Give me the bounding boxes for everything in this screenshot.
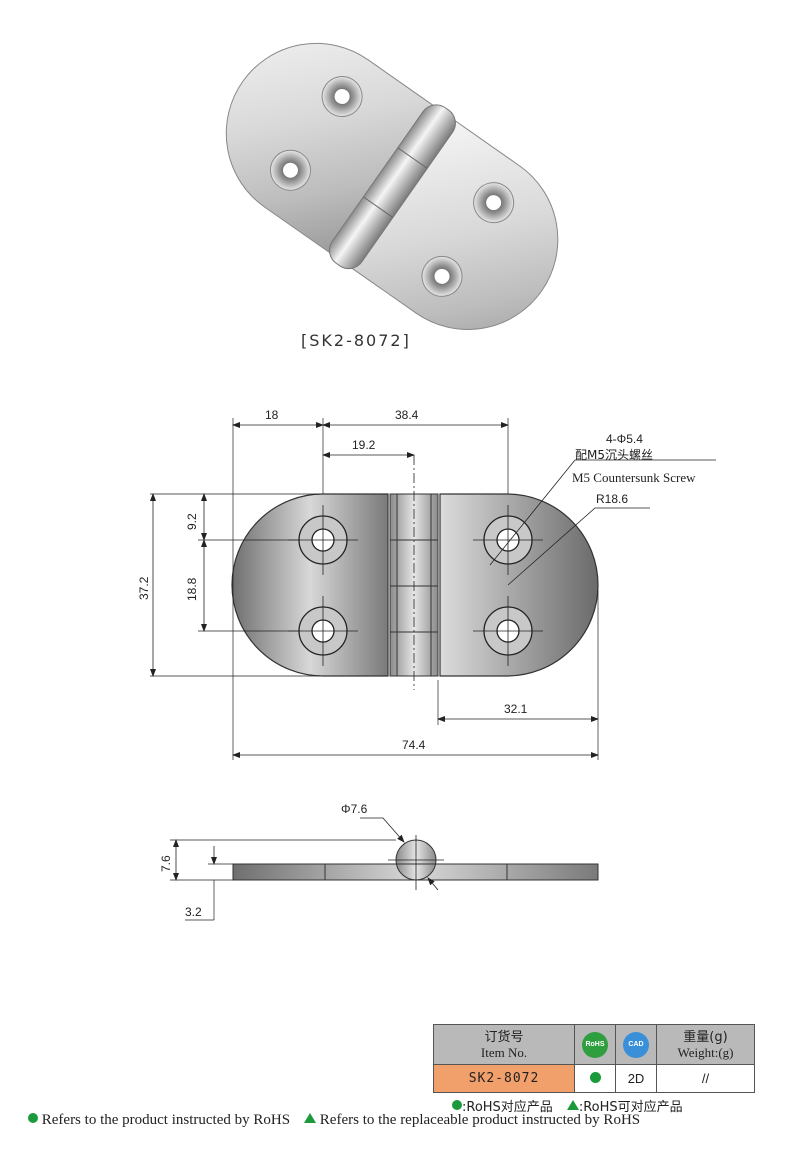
item-number: SK2-8072 <box>433 1064 575 1093</box>
pin-diameter: Φ7.6 <box>341 802 368 816</box>
dim-7-6: 7.6 <box>159 855 173 872</box>
replaceable-triangle-icon <box>566 1100 579 1110</box>
rohs-badge-icon: RoHS <box>582 1031 608 1058</box>
replaceable-triangle-icon <box>304 1113 317 1123</box>
rohs-status <box>574 1064 616 1093</box>
rohs-dot-icon <box>452 1100 462 1110</box>
product-photo <box>225 42 559 330</box>
hinge-leaf-left <box>225 42 435 254</box>
technical-drawing: 18 38.4 19.2 32.1 74.4 37.2 9.2 18.8 4-Φ… <box>137 408 716 921</box>
dim-37-2: 37.2 <box>137 576 151 600</box>
hole-spec: 4-Φ5.4 <box>606 432 643 446</box>
header-cad: CAD <box>615 1024 657 1065</box>
dim-3-2: 3.2 <box>185 905 202 919</box>
leaf-left-outline <box>231 493 389 677</box>
dim-74-4: 74.4 <box>402 738 426 752</box>
hinge-knuckle <box>329 104 456 270</box>
dim-9-2: 9.2 <box>185 513 199 530</box>
weight-value: // <box>656 1064 755 1093</box>
header-item-no: 订货号 Item No. <box>433 1024 575 1065</box>
legend-en: Refers to the product instructed by RoHS… <box>28 1112 640 1129</box>
leaf-right-outline <box>439 493 599 677</box>
dim-18: 18 <box>265 408 279 422</box>
top-view: 18 38.4 19.2 32.1 74.4 37.2 9.2 18.8 4-Φ… <box>137 408 716 760</box>
header-rohs: RoHS <box>574 1024 616 1065</box>
screw-note-cn: 配M5沉头螺丝 <box>575 448 653 462</box>
screw-note-en: M5 Countersunk Screw <box>572 470 696 485</box>
radius-note: R18.6 <box>596 492 628 506</box>
rohs-dot-icon <box>28 1113 38 1123</box>
spec-table: 订货号 Item No. RoHS CAD 重量(g) Weight:(g) S… <box>433 1024 755 1093</box>
side-view: Φ7.6 7.6 3.2 <box>159 802 599 921</box>
dim-32-1: 32.1 <box>504 702 528 716</box>
cad-format: 2D <box>615 1064 657 1093</box>
hinge-leaf-right <box>349 119 559 330</box>
dim-18-8: 18.8 <box>185 577 199 601</box>
legend-cn: :RoHS对应产品:RoHS可对应产品 <box>452 1096 683 1115</box>
product-caption: [SK2-8072] <box>301 331 411 350</box>
header-weight: 重量(g) Weight:(g) <box>656 1024 755 1065</box>
rohs-dot-icon <box>589 1072 601 1083</box>
dim-38-4: 38.4 <box>395 408 419 422</box>
dim-19-2: 19.2 <box>352 438 376 452</box>
cad-file-icon: CAD <box>623 1031 649 1058</box>
